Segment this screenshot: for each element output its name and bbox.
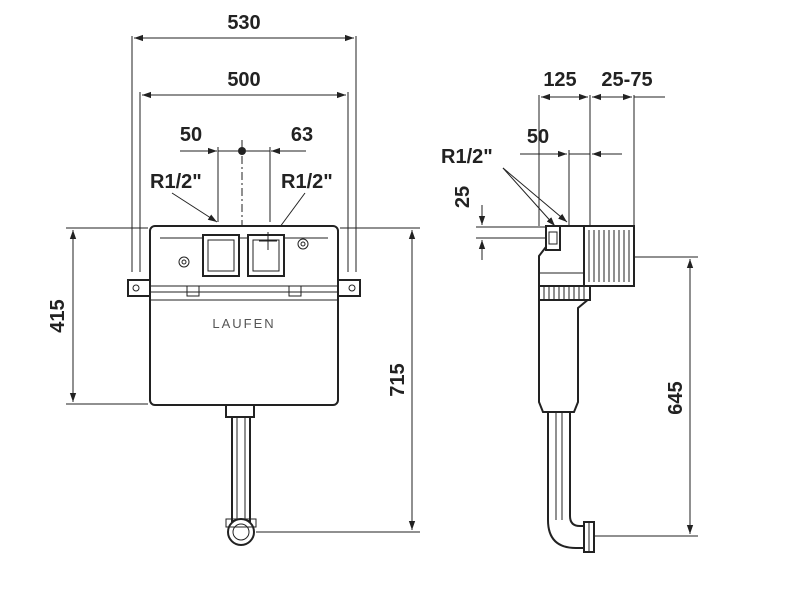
- dim-left-offset: 50: [180, 124, 202, 146]
- dim-total-height: 715: [387, 363, 409, 396]
- dim-tank-height: 415: [47, 299, 69, 332]
- flush-pipe: [231, 416, 251, 522]
- dim-depth: 125: [543, 69, 576, 91]
- side-view: 125 25-75 50 R1/2" 25: [441, 69, 698, 553]
- dim-inner-width: 500: [227, 69, 260, 91]
- side-flush-pipe: [547, 411, 585, 549]
- dim-outlet-height: 645: [665, 381, 687, 414]
- left-screw: [178, 256, 190, 268]
- left-valve-housing: [202, 234, 240, 277]
- flush-pipe-outlet: [227, 518, 255, 546]
- side-cistern-body: [538, 225, 591, 413]
- left-connection-label: R1/2": [150, 171, 202, 193]
- front-view: 530 500 50 63 R1/2" R1/2": [47, 12, 420, 546]
- right-valve-housing: [247, 234, 285, 277]
- brand-logo: LAUFEN: [212, 316, 275, 331]
- bracket-ribs: [588, 230, 630, 282]
- dim-wall-range: 25-75: [601, 69, 652, 91]
- dim-total-width: 530: [227, 12, 260, 34]
- side-valve-housing: [545, 225, 561, 251]
- right-connection-label: R1/2": [281, 171, 333, 193]
- dim-right-offset: 63: [291, 124, 313, 146]
- right-screw: [297, 238, 309, 250]
- dim-connection-offset: 50: [527, 126, 549, 148]
- dim-connection-height: 25: [452, 186, 474, 208]
- flush-pipe-connector: [225, 404, 255, 418]
- side-connection-label: R1/2": [441, 146, 493, 168]
